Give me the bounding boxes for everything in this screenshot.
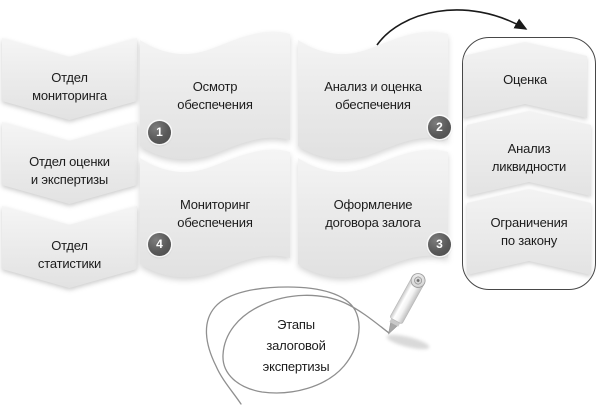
component-chevron-valuation: Оценка [463, 42, 587, 118]
stage-number-badge-3: 3 [428, 233, 451, 256]
stage-number-badge-2: 2 [428, 116, 451, 139]
stage-number-badge-1: 1 [148, 121, 171, 144]
flag-shape [140, 149, 290, 278]
pen-shadow [386, 334, 430, 350]
component-label: Оценка [503, 72, 547, 88]
flag-shape [298, 31, 448, 160]
stage-number-badge-4: 4 [148, 233, 171, 256]
flag-shape [140, 31, 290, 160]
flag-shape [298, 149, 448, 278]
